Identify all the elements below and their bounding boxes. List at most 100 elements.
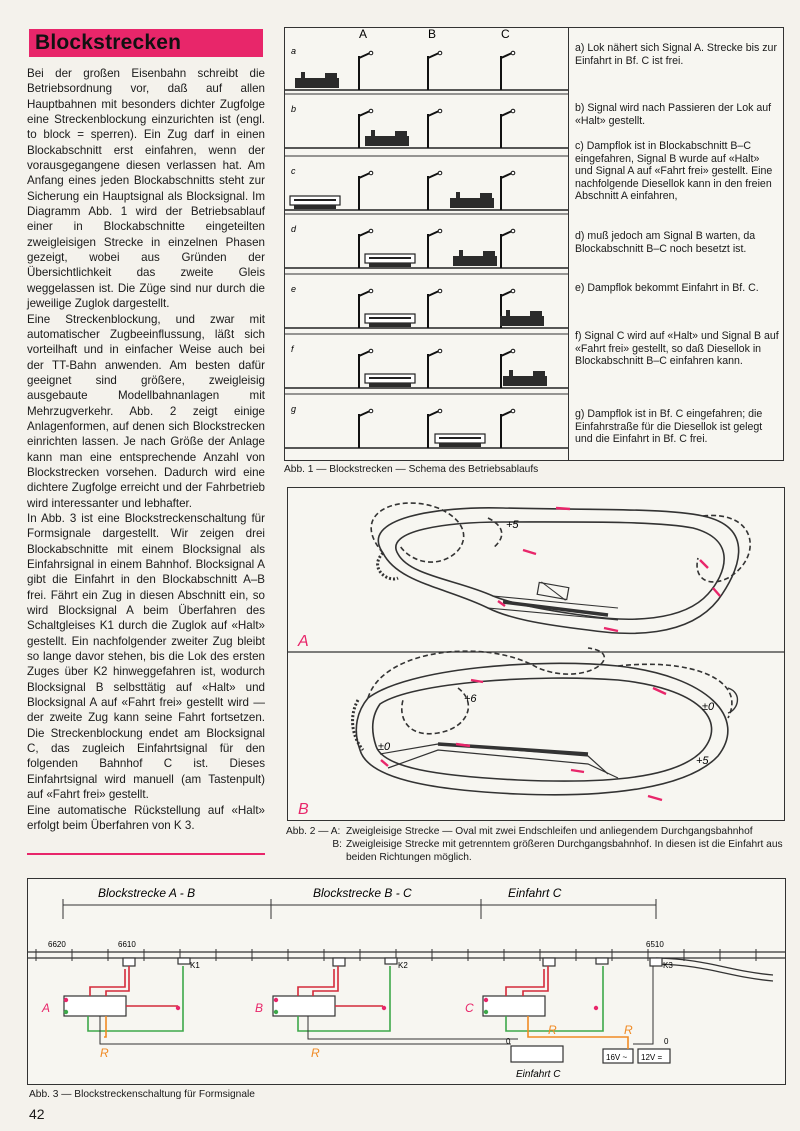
- signal-lamp: [368, 170, 374, 176]
- track-number: 6620: [48, 940, 66, 949]
- signal-arm: [427, 410, 440, 417]
- signal-arm: [500, 230, 513, 237]
- steam-locomotive: [453, 256, 497, 266]
- column-label-b: B: [428, 28, 436, 41]
- signal-lamp: [510, 288, 516, 294]
- relay-label: R: [100, 1046, 109, 1060]
- steam-locomotive: [503, 376, 547, 386]
- signal-lamp: [510, 408, 516, 414]
- relay-label: R: [548, 1023, 557, 1037]
- contact-label: K1: [190, 961, 200, 970]
- track-number: 6610: [118, 940, 136, 949]
- signal-lamp: [510, 228, 516, 234]
- signal-arm: [500, 290, 513, 297]
- caption-text: Zweigleisige Strecke — Oval mit zwei End…: [346, 826, 753, 837]
- figure-1-divider: [568, 28, 569, 460]
- loco-cab: [325, 73, 337, 79]
- signal-label: C: [465, 1001, 474, 1015]
- diesel-chassis: [369, 383, 411, 387]
- figure-2-caption: Abb. 2 — A:Zweigleisige Strecke — Oval m…: [286, 825, 786, 864]
- page-title: Blockstrecken: [35, 31, 182, 54]
- signal-lamp: [368, 288, 374, 294]
- diesel-chassis: [294, 205, 336, 209]
- loco-chimney: [456, 192, 460, 198]
- signal-lamp: [437, 228, 443, 234]
- signal-arm: [427, 110, 440, 117]
- column-label-a: A: [359, 28, 367, 41]
- track-number: 6510: [646, 940, 664, 949]
- diesel-chassis: [369, 323, 411, 327]
- signal-lamp: [510, 170, 516, 176]
- paragraph: In Abb. 3 ist eine Blockstreckenschaltun…: [27, 511, 265, 802]
- signal-lamp: [437, 50, 443, 56]
- loco-cab: [533, 371, 545, 377]
- page-number: 42: [29, 1106, 45, 1122]
- signal-arm: [358, 110, 371, 117]
- section-label: Blockstrecke A - B: [98, 886, 195, 900]
- caption-text: Zweigleisige Strecke mit getrenntem größ…: [346, 839, 783, 863]
- terminal-label: 0: [506, 1037, 511, 1046]
- signal-lamp: [510, 348, 516, 354]
- steam-locomotive: [450, 198, 494, 208]
- figure-1-caption: Abb. 1 — Blockstrecken — Schema des Betr…: [284, 464, 539, 475]
- paragraph: Bei der großen Eisenbahn schreibt die Be…: [27, 67, 265, 311]
- signal-lamp: [368, 228, 374, 234]
- section-label: Einfahrt C: [508, 886, 562, 900]
- steam-locomotive: [365, 136, 409, 146]
- signal-arm: [358, 410, 371, 417]
- steam-locomotive: [500, 316, 544, 326]
- signal-lamp: [437, 288, 443, 294]
- signal-lamp: [368, 408, 374, 414]
- mark-label: +5: [696, 755, 709, 767]
- signal-arm: [427, 230, 440, 237]
- loco-chimney: [371, 130, 375, 136]
- row-label: c: [291, 166, 296, 176]
- title-bar: Blockstrecken: [29, 29, 263, 57]
- signal-arm: [358, 230, 371, 237]
- signal-arm: [500, 110, 513, 117]
- terminal-label: 0: [664, 1037, 669, 1046]
- signal-arm: [500, 172, 513, 179]
- panel-a-label: A: [297, 633, 309, 650]
- signal-arm: [427, 290, 440, 297]
- panel-b-label: B: [298, 801, 309, 818]
- paragraph: Eine automatische Rückstellung auf «Halt…: [27, 803, 265, 832]
- signal-arm: [427, 350, 440, 357]
- signal-arm: [358, 350, 371, 357]
- loco-cab: [483, 251, 495, 257]
- signal-lamp: [510, 108, 516, 114]
- signal-arm: [358, 52, 371, 59]
- figure-3: Blockstrecke A - B Blockstrecke B - C Ei…: [27, 878, 786, 1085]
- figure-3-diagram: Blockstrecke A - B Blockstrecke B - C Ei…: [28, 886, 785, 1080]
- signal-lamp: [437, 348, 443, 354]
- loco-chimney: [509, 370, 513, 376]
- figure-2: +5 A +6 ±0 ±0 +5 B: [287, 487, 785, 821]
- relay-label: R: [311, 1046, 320, 1060]
- signal-arm: [427, 52, 440, 59]
- row-label: e: [291, 284, 296, 294]
- steam-locomotive: [295, 78, 339, 88]
- figure-2-diagram: +5 A +6 ±0 ±0 +5 B: [288, 502, 784, 818]
- diesel-chassis: [439, 443, 481, 447]
- loco-chimney: [459, 250, 463, 256]
- panel-label: Einfahrt C: [516, 1069, 561, 1080]
- loco-chimney: [506, 310, 510, 316]
- signal-lamp: [437, 408, 443, 414]
- signal-lamp: [368, 348, 374, 354]
- signal-arm: [500, 52, 513, 59]
- relay-label: R: [624, 1023, 633, 1037]
- loco-cab: [530, 311, 542, 317]
- article-body: Bei der großen Eisenbahn schreibt die Be…: [27, 66, 265, 833]
- row-label: g: [291, 404, 296, 414]
- mark-label: ±0: [378, 741, 391, 753]
- supply-label: 12V =: [641, 1053, 662, 1062]
- step-text: d) muß jedoch am Signal B warten, da Blo…: [575, 230, 756, 255]
- paragraph: Eine Streckenblockung, und zwar mit auto…: [27, 312, 265, 510]
- section-label: Blockstrecke B - C: [313, 886, 412, 900]
- row-label: d: [291, 224, 297, 234]
- row-label: a: [291, 46, 296, 56]
- loco-cab: [480, 193, 492, 199]
